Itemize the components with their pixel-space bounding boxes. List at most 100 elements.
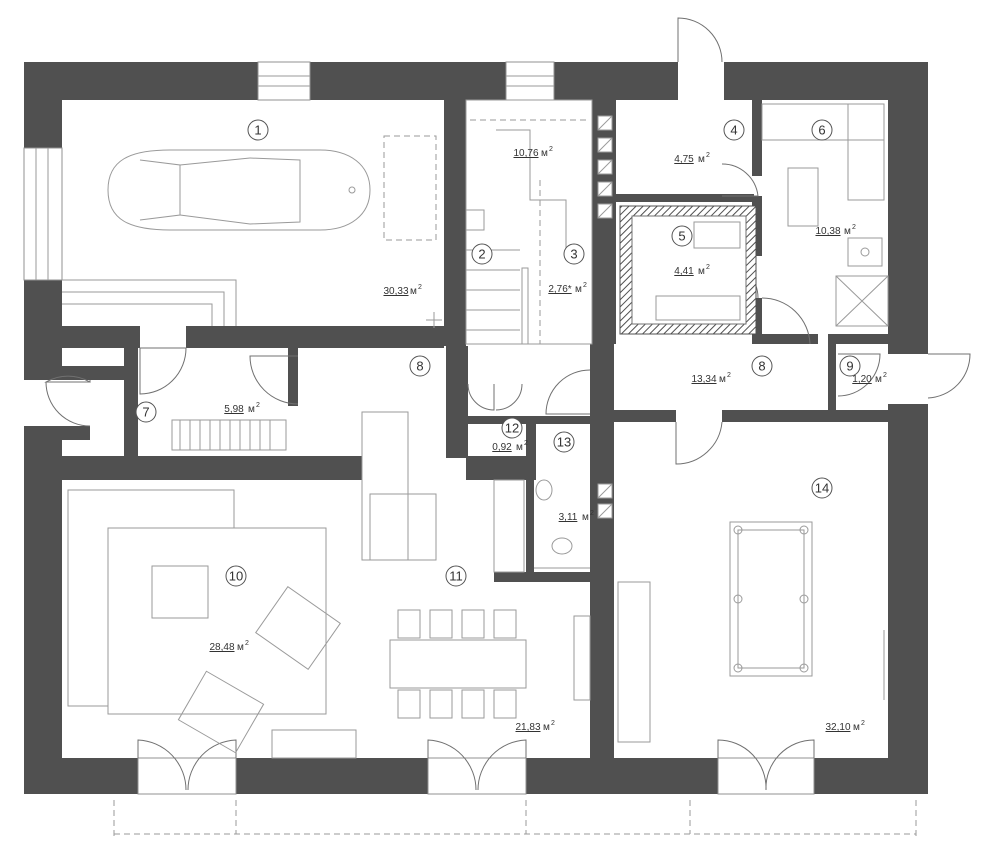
area-room-9: 1,20 м 2 [852, 372, 887, 385]
room-8-number: 8 [758, 359, 765, 374]
area-room-6-sup: 2 [852, 224, 856, 231]
room-13-number: 13 [557, 435, 571, 450]
area-room-10-sup: 2 [245, 640, 249, 647]
area-room-7-sup: 2 [256, 402, 260, 409]
room-13-marker: 13 [553, 431, 575, 453]
room6-furniture [761, 103, 889, 327]
room-1-number: 1 [254, 123, 261, 138]
room-6-marker: 6 [811, 119, 833, 141]
area-room-14-sup: 2 [861, 720, 865, 727]
room-1-marker: 1 [247, 119, 269, 141]
area-room-7: 5,98 м 2 [224, 402, 260, 415]
sauna [619, 205, 757, 335]
area-room-9-sup: 2 [883, 372, 887, 379]
windows [23, 61, 815, 795]
room-10-marker: 10 [225, 565, 247, 587]
area-room-4: 4,75 м 2 [674, 152, 710, 165]
area-room-3-unit: м [575, 284, 582, 295]
area-room-2-value: 10,76 [513, 148, 538, 159]
area-room-1: 30,33 м 2 [383, 284, 422, 297]
doors [44, 17, 971, 791]
room-2-marker: 2 [471, 243, 493, 265]
area-room-wc-value: 3,11 [559, 512, 578, 523]
area-room-12: 0,92 м 2 [492, 440, 528, 453]
area-room-7-value: 5,98 [224, 404, 244, 415]
area-room-1-sup: 2 [418, 284, 422, 291]
room-9-number: 9 [846, 359, 853, 374]
outer-walls [24, 62, 928, 794]
wc-fixtures [534, 479, 590, 569]
room-14-number: 14 [815, 481, 829, 496]
billiard-room [617, 521, 885, 743]
area-room-5-value: 4,41 [674, 266, 694, 277]
interior-walls [24, 100, 888, 794]
stairs [465, 99, 593, 345]
area-room-3-sup: 2 [583, 282, 587, 289]
area-room-8-value: 13,34 [691, 374, 716, 385]
room-11-marker: 11 [445, 565, 467, 587]
area-room-1-unit: м [410, 286, 417, 297]
room-14-marker: 14 [811, 477, 833, 499]
area-room-12-sup: 2 [524, 440, 528, 447]
room-3-marker: 3 [563, 243, 585, 265]
area-room-11-sup: 2 [551, 720, 555, 727]
area-room-6: 10,38 м 2 [815, 224, 856, 237]
vent-blocks [597, 115, 613, 519]
area-room-5-unit: м [698, 266, 705, 277]
area-room-5-sup: 2 [706, 264, 710, 271]
area-room-3: 2,76* м 2 [548, 282, 587, 295]
area-room-5: 4,41 м 2 [674, 264, 710, 277]
area-room-11: 21,83 м 2 [515, 720, 555, 733]
room-12-marker: 12 [501, 417, 523, 439]
area-room-10: 28,48 м 2 [209, 640, 249, 653]
room-9-marker: 9 [839, 355, 861, 377]
area-room-2-sup: 2 [549, 146, 553, 153]
garage-furniture [62, 135, 442, 328]
area-room-4-unit: м [698, 154, 705, 165]
area-room-6-value: 10,38 [815, 226, 840, 237]
area-room-4-value: 4,75 [674, 154, 694, 165]
hall-furniture [361, 411, 525, 573]
room-4-number: 4 [730, 123, 737, 138]
room-6-number: 6 [818, 123, 825, 138]
area-room-14: 32,10 м 2 [825, 720, 865, 733]
area-room-3-value: 2,76* [548, 284, 571, 295]
area-room-8-sup: 2 [727, 372, 731, 379]
room-7-marker: 7 [135, 401, 157, 423]
area-room-wc: 3,11 м 2 [559, 510, 594, 523]
room-8-marker: 8 [751, 355, 773, 377]
room-7-number: 7 [142, 405, 149, 420]
area-room-9-value: 1,20 [852, 374, 872, 385]
area-room-8-unit: м [719, 374, 726, 385]
area-room-11-value: 21,83 [515, 722, 540, 733]
room-4-marker: 4 [723, 119, 745, 141]
area-room-wc-unit: м [582, 512, 589, 523]
area-room-12-unit: м [516, 442, 523, 453]
room-2-number: 2 [478, 247, 485, 262]
area-room-14-unit: м [853, 722, 860, 733]
room-8b-marker: 8 [409, 355, 431, 377]
area-room-4-sup: 2 [706, 152, 710, 159]
room-5-marker: 5 [671, 225, 693, 247]
area-room-1-value: 30,33 [383, 286, 408, 297]
area-room-11-unit: м [543, 722, 550, 733]
room-8b-number: 8 [416, 359, 423, 374]
area-room-10-value: 28,48 [209, 642, 234, 653]
area-room-2: 10,76 м 2 [513, 146, 553, 159]
dining-table [389, 609, 591, 719]
area-room-8: 13,34 м 2 [691, 372, 731, 385]
terrace-outline [113, 800, 917, 840]
area-room-9-unit: м [875, 374, 882, 385]
area-room-wc-sup: 2 [590, 510, 594, 517]
room-10-number: 10 [229, 569, 243, 584]
room-5-number: 5 [678, 229, 685, 244]
room-3-number: 3 [570, 247, 577, 262]
area-room-2-unit: м [541, 148, 548, 159]
living-furniture [67, 489, 357, 759]
vestibule-radiator [171, 419, 287, 451]
area-room-7-unit: м [248, 404, 255, 415]
room-11-number: 11 [449, 569, 463, 584]
area-room-12-value: 0,92 [492, 442, 512, 453]
area-room-6-unit: м [844, 226, 851, 237]
